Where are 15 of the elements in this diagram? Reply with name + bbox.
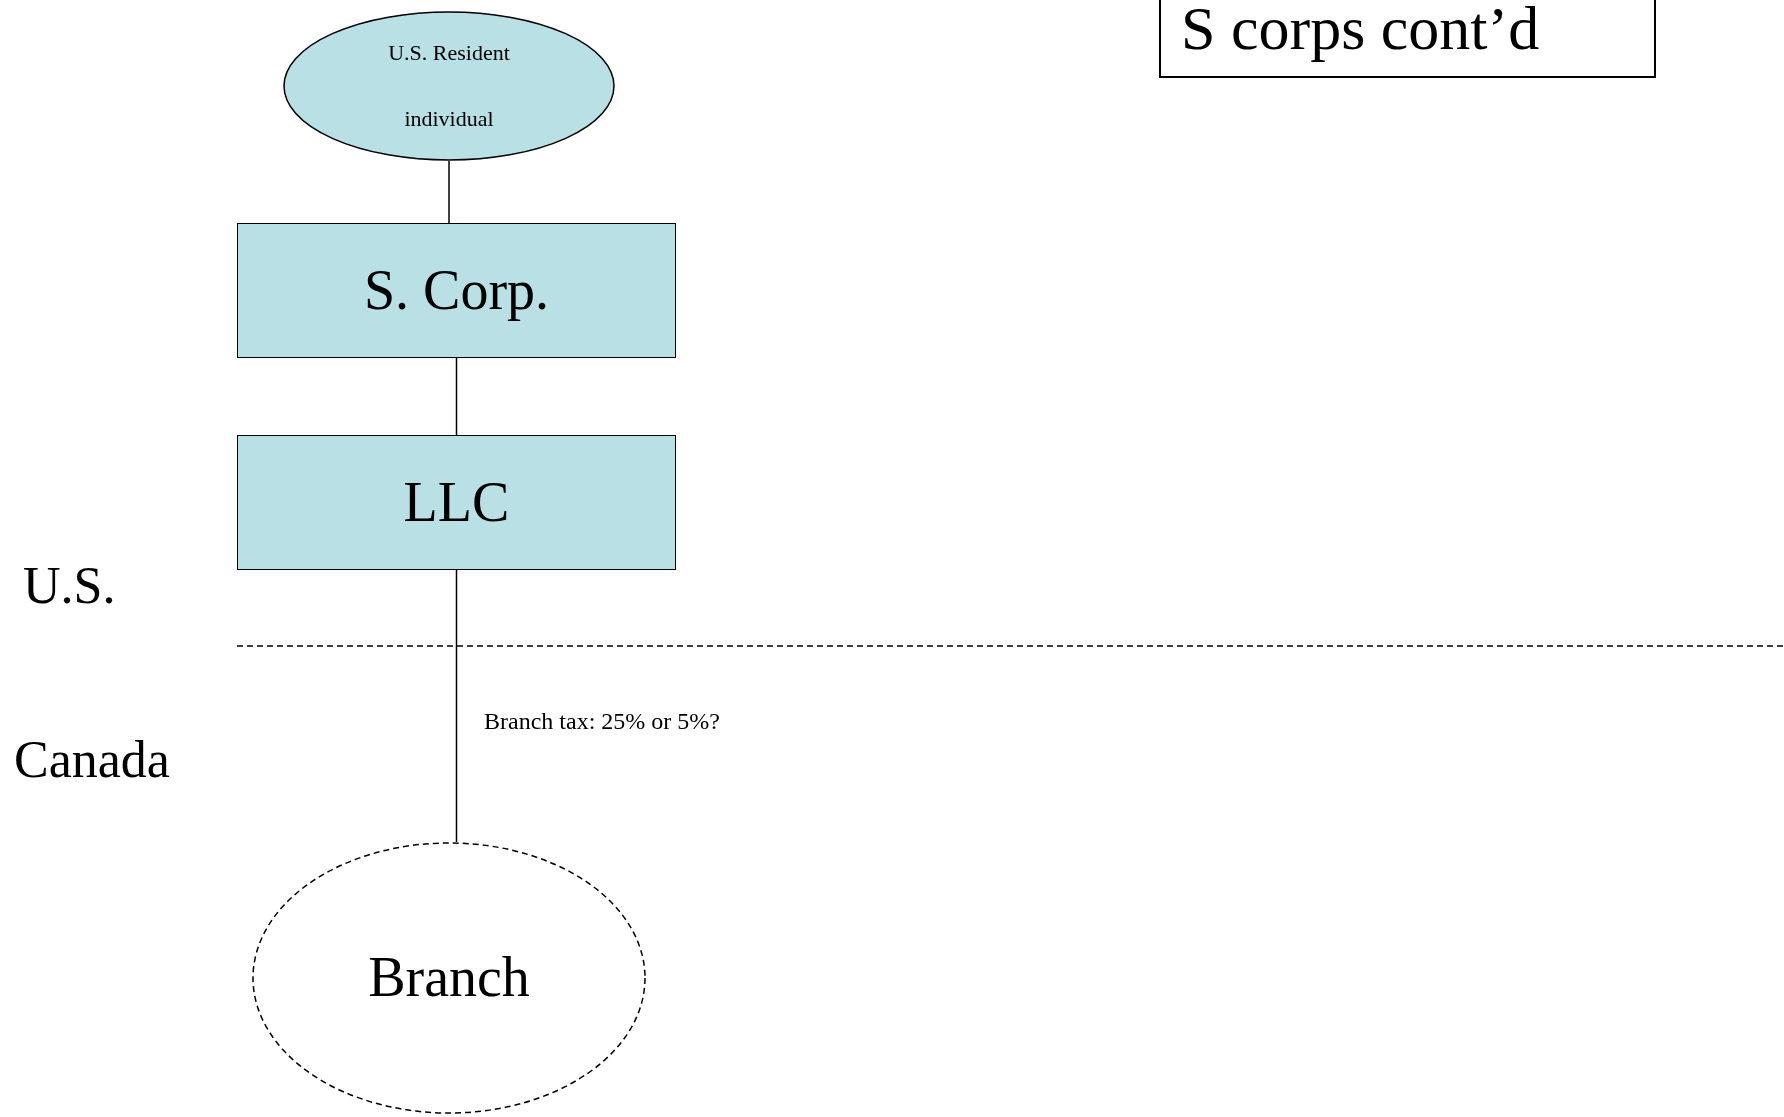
- process-box: [237, 435, 676, 570]
- process-box: [237, 223, 676, 358]
- dashed-ellipse-node: [252, 842, 646, 1114]
- ellipse-node: [283, 11, 615, 161]
- node-label: U.S. Resident individual: [387, 39, 511, 133]
- region-label: U.S.: [23, 556, 116, 615]
- node-label: Branch: [368, 947, 530, 1009]
- connector-line: [455, 569, 458, 843]
- node-label: LLC: [403, 471, 510, 534]
- region-label: Canada: [14, 730, 170, 789]
- connector-line: [455, 357, 458, 436]
- note-text: Branch tax: 25% or 5%?: [484, 708, 720, 735]
- title-box: S corps cont’d: [1159, 0, 1656, 78]
- node-label: S. Corp.: [363, 259, 550, 322]
- connector-line: [448, 160, 450, 224]
